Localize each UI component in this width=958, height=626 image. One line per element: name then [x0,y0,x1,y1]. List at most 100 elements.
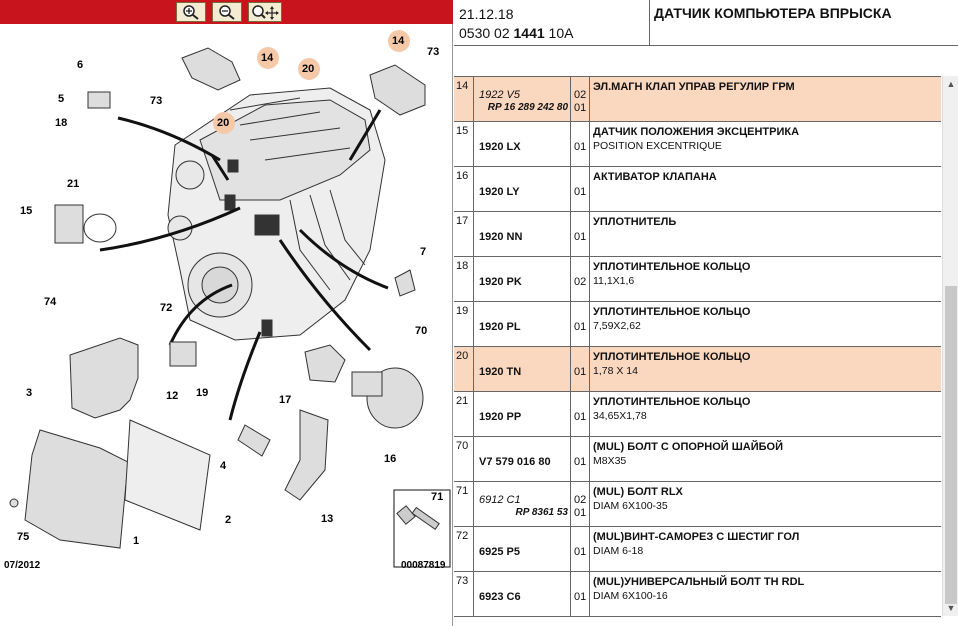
row-number: 73 [454,572,474,616]
table-row[interactable]: 18 1920 PK 02 УПЛОТИНТЕЛЬНОЕ КОЛЬЦО 11,1… [454,257,941,302]
callout-label[interactable]: 18 [55,117,68,129]
part-2-plate [124,419,211,531]
diagram-ref-code: 00087819 [401,560,446,571]
callout-label[interactable]: 17 [279,394,292,406]
callout-label[interactable]: 73 [427,46,440,58]
callout-label[interactable]: 16 [384,453,397,465]
callout-label[interactable]: 4 [220,460,227,472]
table-row[interactable]: 17 1920 NN 01 УПЛОТНИТЕЛЬ [454,212,941,257]
description-title: УПЛОТИНТЕЛЬНОЕ КОЛЬЦО [593,306,751,318]
zoom-out-button[interactable] [212,2,242,22]
version-cell: 01 [572,527,590,571]
callout-label[interactable]: 72 [160,302,173,314]
callout-label[interactable]: 74 [44,296,57,308]
callout-label-highlight[interactable]: 14 [261,52,274,64]
scroll-down-icon[interactable]: ▼ [946,603,956,613]
table-row[interactable]: 19 1920 PL 01 УПЛОТИНТЕЛЬНОЕ КОЛЬЦО 7,59… [454,302,941,347]
callout-label-highlight[interactable]: 20 [217,117,230,129]
header-info: 21.12.18 0530 02 1441 10A [454,0,650,46]
callout-label[interactable]: 75 [17,531,30,543]
description-cell: УПЛОТИНТЕЛЬНОЕ КОЛЬЦО 1,78 X 14 [591,347,941,391]
version: 01 [574,546,587,558]
description-cell: УПЛОТИНТЕЛЬНОЕ КОЛЬЦО 34,65X1,78 [591,392,941,436]
description-sub: 7,59X2,62 [593,320,641,332]
row-number: 16 [454,167,474,211]
description-cell: ДАТЧИК ПОЛОЖЕНИЯ ЭКСЦЕНТРИКА POSITION EX… [591,122,941,166]
version-cell: 01 [572,167,590,211]
ref-cell: V7 579 016 80 [475,437,571,481]
callout-label[interactable]: 73 [150,95,163,107]
header-code-bold: 1441 [513,25,545,41]
engine-illustration [167,87,386,341]
row-number: 72 [454,527,474,571]
description-title: (MUL) БОЛТ С ОПОРНОЙ ШАЙБОЙ [593,441,783,453]
part-14-solenoid-right [369,64,426,116]
version-b: 01 [574,507,587,519]
ref-cell: 6923 C6 [475,572,571,616]
table-row[interactable]: 70 V7 579 016 80 01 (MUL) БОЛТ С ОПОРНОЙ… [454,437,941,482]
ref-italic: 1922 V5 [479,89,520,101]
description-sub: M8X35 [593,455,627,467]
callout-label[interactable]: 70 [415,325,428,337]
callout-label[interactable]: 15 [20,205,33,217]
part-1-ecu [24,429,129,549]
callout-label[interactable]: 7 [420,246,427,258]
callout-label[interactable]: 6 [77,59,84,71]
part-7-sensor [394,269,416,297]
description-cell: УПЛОТИНТЕЛЬНОЕ КОЛЬЦО 7,59X2,62 [591,302,941,346]
description-cell: (MUL)УНИВЕРСАЛЬНЫЙ БОЛТ TH RDL DIAM 6X10… [591,572,941,616]
ref-code: 1920 TN [479,366,522,378]
zoom-move-button[interactable] [248,2,282,22]
callout-label[interactable]: 1 [133,535,140,547]
ref-italic: 6912 C1 [479,494,521,506]
ref-code: 1920 PP [479,411,522,423]
zoom-in-button[interactable] [176,2,206,22]
table-row[interactable]: 15 1920 LX 01 ДАТЧИК ПОЛОЖЕНИЯ ЭКСЦЕНТРИ… [454,122,941,167]
ref-cell: 1920 PL [475,302,571,346]
exploded-parts-diagram [9,30,451,568]
ref-code: V7 579 016 80 [479,456,551,468]
table-row[interactable]: 20 1920 TN 01 УПЛОТИНТЕЛЬНОЕ КОЛЬЦО 1,78… [454,347,941,392]
description-title: АКТИВАТОР КЛАПАНА [593,171,717,183]
row-number: 19 [454,302,474,346]
diagram-panel: 6 5 18 73 14 20 20 14 73 21 15 7 74 72 7… [0,0,453,626]
vertical-scrollbar[interactable]: ▲ ▼ [942,76,958,616]
callout-label[interactable]: 5 [58,93,65,105]
callout-label[interactable]: 71 [431,491,444,503]
scrollbar-thumb[interactable] [945,286,957,604]
ref-code: 1920 PL [479,321,521,333]
callout-label[interactable]: 2 [225,514,232,526]
version-cell: 01 [572,302,590,346]
table-row[interactable]: 16 1920 LY 01 АКТИВАТОР КЛАПАНА [454,167,941,212]
description-title: УПЛОТИНТЕЛЬНОЕ КОЛЬЦО [593,351,751,363]
version-cell: 01 [572,347,590,391]
scroll-up-icon[interactable]: ▲ [946,79,956,89]
description-title: (MUL)ВИНТ-САМОРЕЗ С ШЕСТИГ ГОЛ [593,531,800,543]
callout-label[interactable]: 21 [67,178,80,190]
callout-label[interactable]: 19 [196,387,209,399]
callout-label[interactable]: 12 [166,390,179,402]
version: 01 [574,591,587,603]
callout-label[interactable]: 3 [26,387,33,399]
description-title: ДАТЧИК ПОЛОЖЕНИЯ ЭКСЦЕНТРИКА [593,126,800,138]
table-row[interactable]: 72 6925 P5 01 (MUL)ВИНТ-САМОРЕЗ С ШЕСТИГ… [454,527,941,572]
part-3-bracket [69,337,139,419]
description-title: УПЛОТИНТЕЛЬНОЕ КОЛЬЦО [593,261,751,273]
callout-label-highlight[interactable]: 20 [302,63,315,75]
ref-cell: 1920 TN [475,347,571,391]
description-cell: УПЛОТИНТЕЛЬНОЕ КОЛЬЦО 11,1X1,6 [591,257,941,301]
callout-label-highlight[interactable]: 14 [392,35,405,47]
header-date: 21.12.18 [459,6,514,22]
table-row[interactable]: 21 1920 PP 01 УПЛОТИНТЕЛЬНОЕ КОЛЬЦО 34,6… [454,392,941,437]
table-row[interactable]: 73 6923 C6 01 (MUL)УНИВЕРСАЛЬНЫЙ БОЛТ TH… [454,572,941,617]
description-cell: ЭЛ.МАГН КЛАП УПРАВ РЕГУЛИР ГРМ [591,77,941,121]
callout-label[interactable]: 13 [321,513,334,525]
version-cell: 01 [572,212,590,256]
